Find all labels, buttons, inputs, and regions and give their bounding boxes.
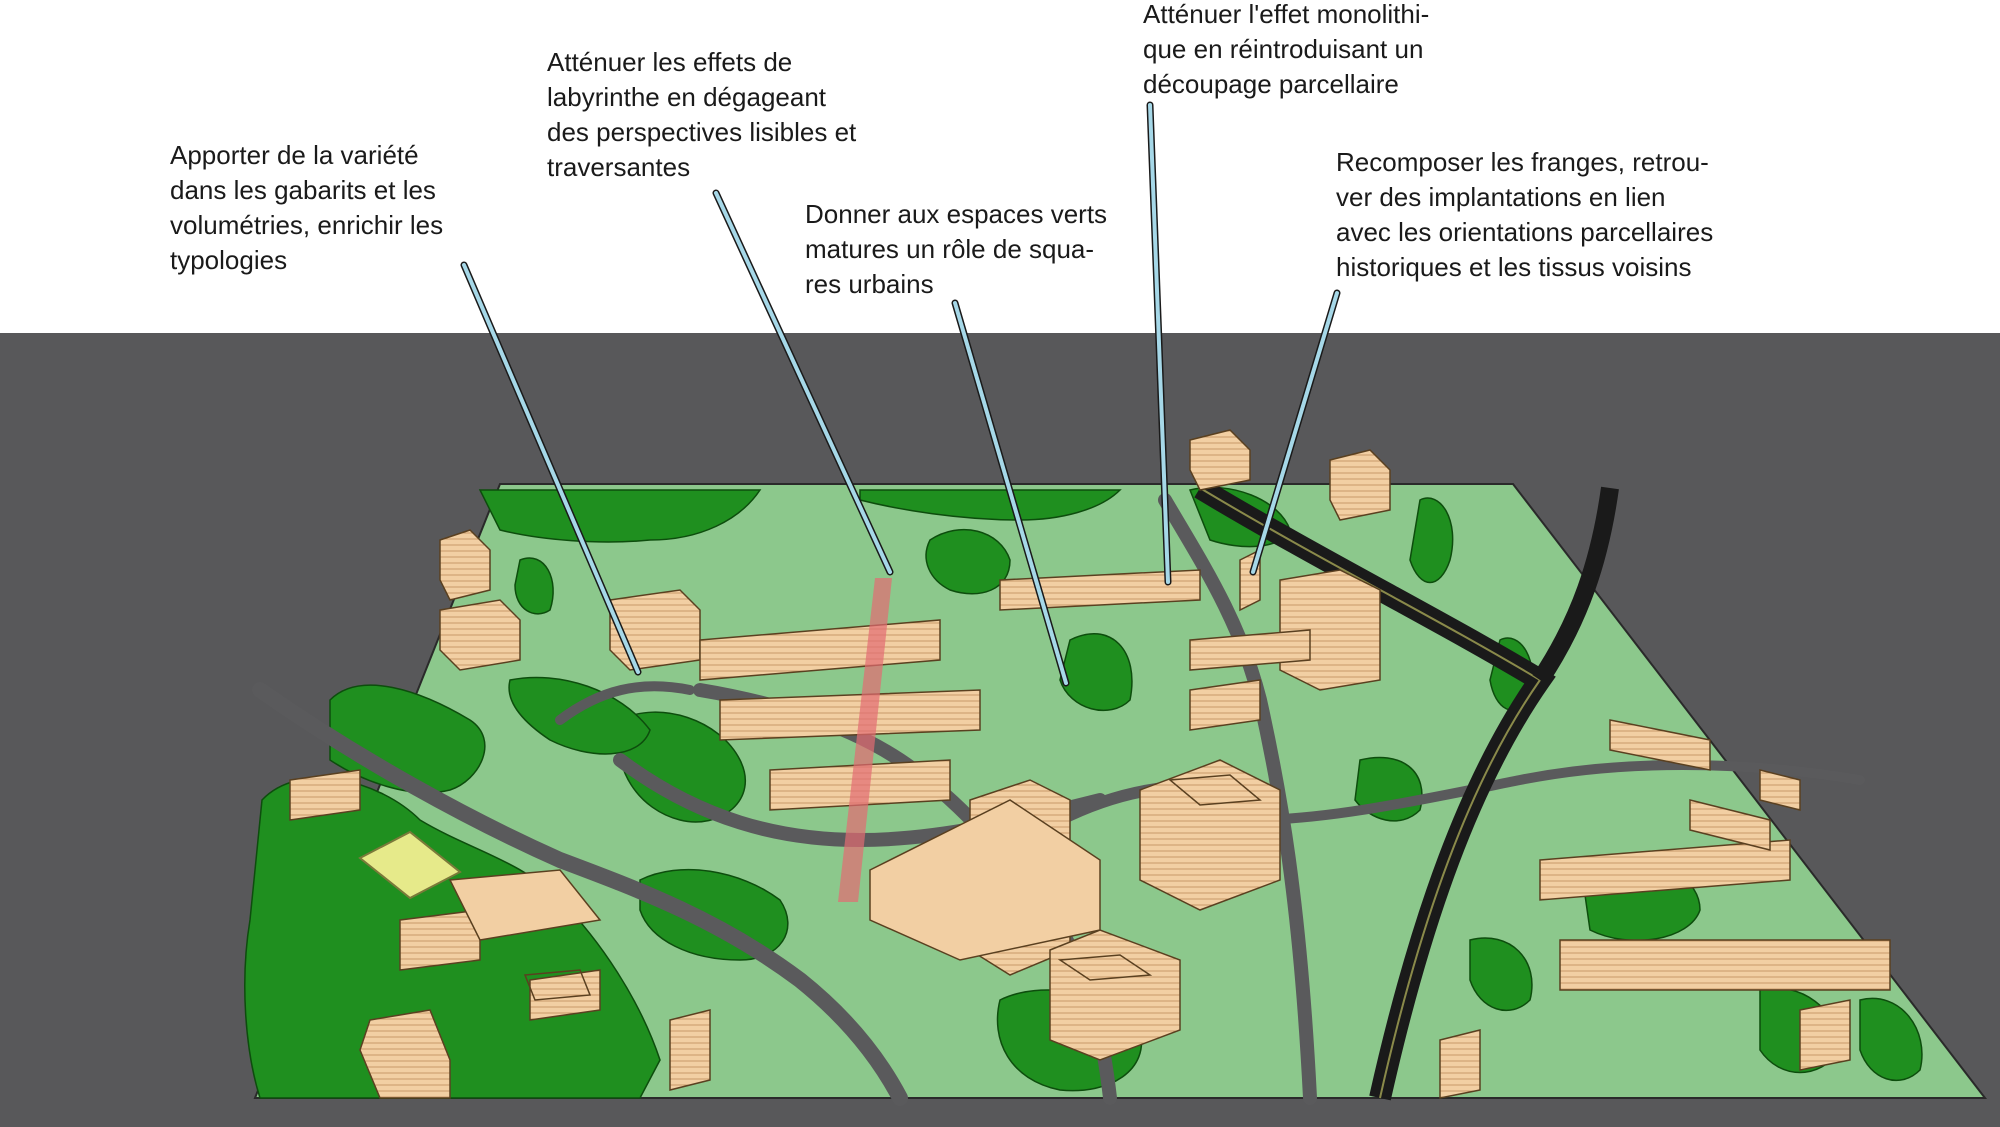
annotation-labyrinth: Atténuer les effets de labyrinthe en dég… bbox=[547, 45, 856, 185]
annotation-green-spaces: Donner aux espaces verts matures un rôle… bbox=[805, 197, 1107, 302]
annotation-line: matures un rôle de squa- bbox=[805, 234, 1095, 264]
annotation-line: labyrinthe en dégageant bbox=[547, 82, 827, 112]
annotation-line: Apporter de la variété bbox=[170, 140, 419, 170]
public-square bbox=[358, 830, 462, 900]
callout-arrow-icon bbox=[953, 301, 1068, 685]
annotation-line: Donner aux espaces verts bbox=[805, 199, 1108, 229]
annotation-line: volumétries, enrichir les bbox=[170, 210, 444, 240]
callout-arrow-icon bbox=[714, 191, 892, 574]
courtyard-blocks bbox=[523, 774, 1262, 1001]
callout-pointers bbox=[460, 101, 1341, 687]
callout-arrow-icon bbox=[1251, 291, 1339, 574]
annotation-line: avec les orientations parcellaires bbox=[1336, 217, 1714, 247]
annotation-line: ver des implantations en lien bbox=[1336, 182, 1666, 212]
annotation-line: dans les gabarits et les bbox=[170, 175, 436, 205]
annotation-fringes: Recomposer les franges, retrou- ver des … bbox=[1336, 145, 1713, 285]
annotation-line: res urbains bbox=[805, 269, 934, 299]
annotation-line: historiques et les tissus voisins bbox=[1336, 252, 1692, 282]
annotation-line: découpage parcellaire bbox=[1143, 69, 1399, 99]
annotation-line: que en réintroduisant un bbox=[1143, 34, 1424, 64]
vegetation bbox=[244, 486, 1923, 1099]
highway bbox=[1194, 478, 1619, 1101]
annotation-monolithic: Atténuer l'effet monolithi- que en réint… bbox=[1143, 0, 1429, 102]
callout-arrow-icon bbox=[462, 263, 640, 674]
annotation-line: Atténuer les effets de bbox=[547, 47, 793, 77]
callout-arrow-icon bbox=[1148, 103, 1170, 584]
perspective-axis bbox=[838, 578, 892, 902]
annotation-line: typologies bbox=[170, 245, 288, 275]
annotation-line: traversantes bbox=[547, 152, 691, 182]
annotation-variety: Apporter de la variété dans les gabarits… bbox=[170, 138, 443, 278]
annotation-line: Recomposer les franges, retrou- bbox=[1336, 147, 1709, 177]
annotation-line: Atténuer l'effet monolithi- bbox=[1143, 0, 1430, 29]
annotation-line: des perspectives lisibles et bbox=[547, 117, 857, 147]
